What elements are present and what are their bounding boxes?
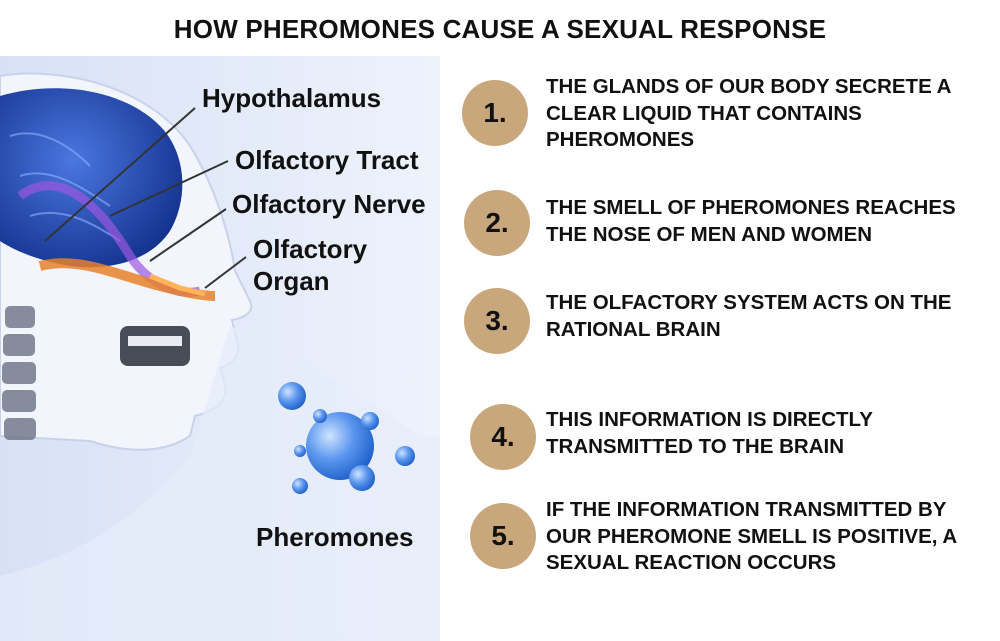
- step-text: THE SMELL OF PHEROMONES REACHES THE NOSE…: [546, 196, 956, 246]
- step-text: IF THE INFORMATION TRANSMITTED BY OUR PH…: [546, 498, 957, 574]
- label-hypothalamus: Hypothalamus: [202, 83, 382, 113]
- step-text: THE OLFACTORY SYSTEM ACTS ON THE RATIONA…: [546, 291, 952, 341]
- step-number-badge: 5.: [470, 503, 536, 569]
- step-text: THE GLANDS OF OUR BODY SECRETE A CLEAR L…: [546, 75, 951, 151]
- pheromone-bubbles: [278, 382, 415, 494]
- brain-shape: [0, 88, 183, 268]
- head-illustration: [0, 56, 440, 641]
- page-title: HOW PHEROMONES CAUSE A SEXUAL RESPONSE: [173, 14, 827, 44]
- label-olfactory-organ: Olfactory Organ: [253, 234, 368, 296]
- label-olfactory-nerve: Olfactory Nerve: [232, 189, 426, 219]
- step-number-badge: 4.: [470, 404, 536, 470]
- label-pheromones: Pheromones: [256, 522, 414, 552]
- step-text: THIS INFORMATION IS DIRECTLY TRANSMITTED…: [546, 408, 873, 458]
- head-anatomy-image: [0, 56, 440, 641]
- step-number-badge: 2.: [464, 190, 530, 256]
- step-number-badge: 1.: [462, 80, 528, 146]
- step-number-badge: 3.: [464, 288, 530, 354]
- label-olfactory-tract: Olfactory Tract: [235, 145, 419, 175]
